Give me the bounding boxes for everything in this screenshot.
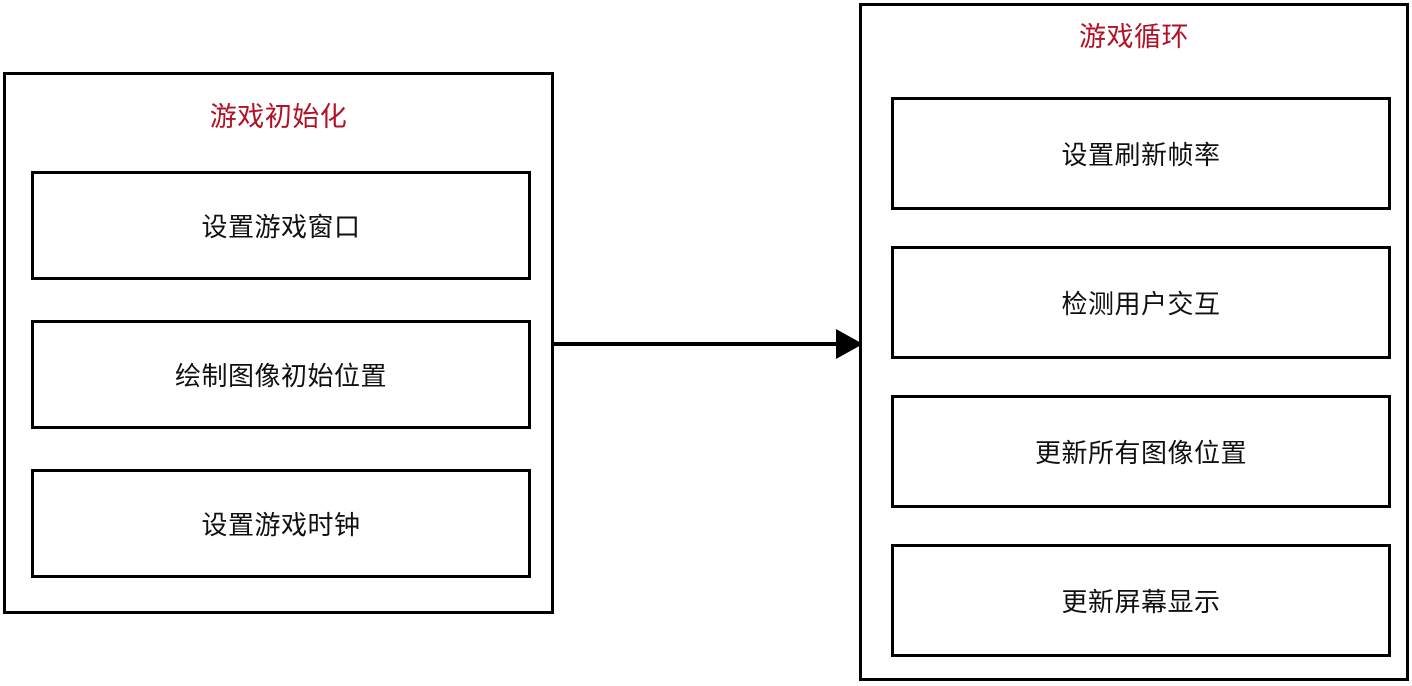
step-label: 设置刷新帧率 [1061,140,1221,170]
step-label: 设置游戏时钟 [201,510,361,540]
connector-arrow [552,329,863,359]
step-box-draw-initial-image-position[interactable]: 绘制图像初始位置 [31,320,531,429]
panel-title-game-initialization: 游戏初始化 [209,102,348,132]
step-label: 绘制图像初始位置 [174,361,387,391]
step-box-set-refresh-rate[interactable]: 设置刷新帧率 [891,97,1391,210]
panel-title-game-loop: 游戏循环 [1079,22,1189,52]
step-label: 设置游戏窗口 [201,212,361,242]
panel-game-initialization[interactable]: 游戏初始化 设置游戏窗口 绘制图像初始位置 设置游戏时钟 [3,72,554,614]
step-label: 检测用户交互 [1061,289,1221,319]
step-label: 更新屏幕显示 [1061,587,1221,617]
arrow-right-icon [836,329,863,359]
step-box-set-game-clock[interactable]: 设置游戏时钟 [31,469,531,578]
panel-game-loop[interactable]: 游戏循环 设置刷新帧率 检测用户交互 更新所有图像位置 更新屏幕显示 [859,3,1409,681]
step-label: 更新所有图像位置 [1034,438,1247,468]
step-box-update-screen-display[interactable]: 更新屏幕显示 [891,544,1391,657]
step-box-set-game-window[interactable]: 设置游戏窗口 [31,171,531,280]
step-box-detect-user-interaction[interactable]: 检测用户交互 [891,246,1391,359]
step-box-update-all-image-positions[interactable]: 更新所有图像位置 [891,395,1391,508]
